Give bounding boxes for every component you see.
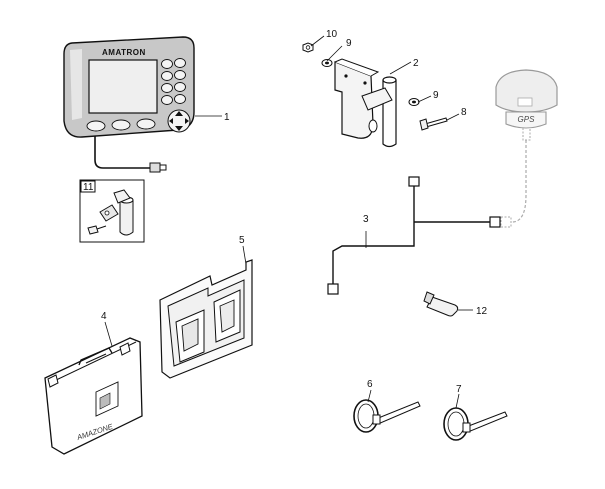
device-brand-label: AMATRON (102, 48, 146, 57)
gps-receiver: GPS (495, 69, 558, 228)
gps-label: GPS (518, 115, 536, 124)
cable-tie-7 (443, 407, 508, 441)
terminal-bottom-keys (86, 118, 156, 132)
cable-tie-6 (353, 399, 421, 433)
part-number-3: 3 (363, 214, 369, 225)
part-number-labels: 1 2 3 4 5 6 7 8 9 9 10 11 12 (83, 29, 488, 395)
terminal-cable (94, 136, 150, 169)
nut-10 (302, 42, 314, 53)
holder-kit (79, 179, 145, 243)
part-number-7: 7 (456, 384, 462, 395)
terminal-side-keys (161, 58, 186, 105)
part-number-12: 12 (476, 306, 488, 317)
washer-9-top (321, 59, 333, 67)
leader-lines (104, 35, 473, 409)
part-number-4: 4 (101, 311, 107, 322)
part-number-10: 10 (326, 29, 338, 40)
part-number-2: 2 (413, 58, 419, 69)
case-foam-insert (159, 259, 253, 379)
terminal-cable-plug (149, 162, 161, 173)
part-number-9a: 9 (346, 38, 352, 49)
bolt-8 (419, 117, 448, 131)
terminal-dpad (167, 109, 191, 133)
harness-connector-bottom (327, 283, 339, 295)
part-number-8: 8 (461, 107, 467, 118)
harness-connector-top (408, 176, 420, 187)
terminal-unit: AMATRON (63, 36, 195, 173)
mounting-bracket (334, 58, 397, 148)
cable-harness (332, 185, 491, 285)
part-number-1: 1 (224, 112, 230, 123)
carrying-case: AMAZONE (44, 337, 143, 455)
part-number-9b: 9 (433, 90, 439, 101)
part-number-6: 6 (367, 379, 373, 390)
part-number-11: 11 (83, 182, 94, 193)
terminal-screen (88, 59, 158, 114)
part-number-5: 5 (239, 235, 245, 246)
usb-stick (423, 291, 459, 317)
harness-connector-right (489, 216, 501, 228)
washer-9-right (408, 98, 420, 106)
